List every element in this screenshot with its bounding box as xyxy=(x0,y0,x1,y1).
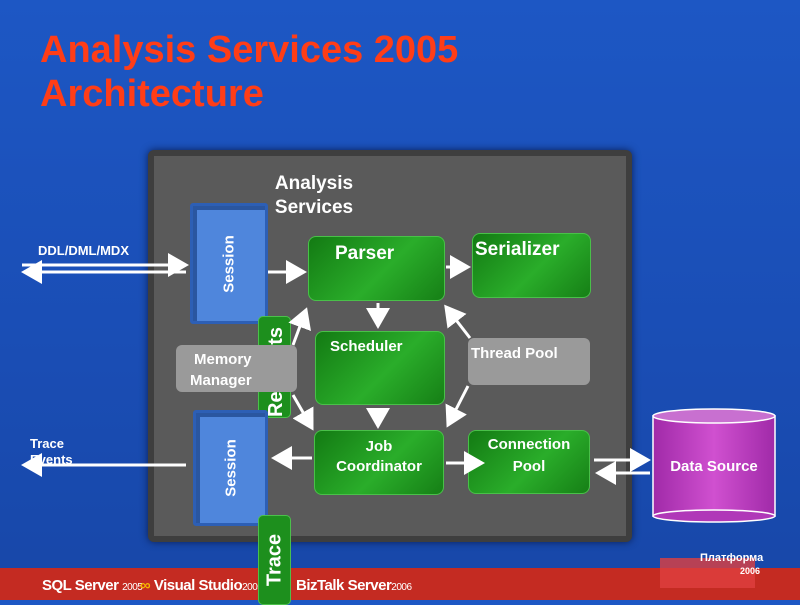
container-label: Analysis Services xyxy=(274,173,354,218)
job-coordinator-label-1: Job xyxy=(365,438,393,455)
sql-server-year: 2005 xyxy=(122,582,143,593)
logo-squares xyxy=(660,558,755,588)
biztalk-year: 2006 xyxy=(391,582,412,593)
session-top: Session xyxy=(190,203,268,324)
platforma-year: 2006 xyxy=(740,566,761,576)
visual-studio-brand: Visual Studio xyxy=(153,577,243,594)
scheduler-label: Scheduler xyxy=(330,338,403,355)
scheduler-node: Scheduler xyxy=(315,331,445,405)
connection-pool-label-1: Connection xyxy=(487,436,571,453)
platforma-logo: Платформа 2006 xyxy=(660,548,790,594)
cylinder-icon xyxy=(652,408,776,523)
serializer-node: Serializer xyxy=(472,233,591,298)
sql-server-logo: SQL Server 2005 xyxy=(42,577,143,594)
visual-studio-year: 2005 xyxy=(242,582,263,593)
job-coordinator-label-2: Coordinator xyxy=(336,458,422,475)
thread-pool-node: Thread Pool xyxy=(468,338,590,385)
title-line-2: Architecture xyxy=(40,73,264,115)
trace-strip: Trace xyxy=(258,515,291,605)
ddl-dml-mdx-label: DDL/DML/MDX xyxy=(38,243,129,258)
sql-server-brand: SQL Server xyxy=(42,577,119,594)
connection-pool-label-2: Pool xyxy=(512,458,546,475)
parser-node: Parser xyxy=(308,236,445,301)
data-source-node: Data Source xyxy=(652,408,776,523)
platforma-name: Платформа xyxy=(700,552,764,564)
session-bottom: Session xyxy=(193,410,268,526)
memory-manager-label-2: Manager xyxy=(190,372,252,389)
biztalk-logo: BizTalk Server2006 xyxy=(296,577,412,594)
visual-studio-logo: ∞ Visual Studio2005 xyxy=(140,577,263,594)
title-line-1: Analysis Services 2005 xyxy=(40,29,459,71)
data-source-label: Data Source xyxy=(670,458,758,475)
thread-pool-label: Thread Pool xyxy=(471,345,558,362)
parser-label: Parser xyxy=(335,243,395,264)
infinity-icon: ∞ xyxy=(140,577,151,594)
trace-label: Trace xyxy=(263,533,285,587)
serializer-label: Serializer xyxy=(475,239,560,260)
biztalk-brand: BizTalk Server xyxy=(296,577,392,594)
memory-manager-label-1: Memory xyxy=(194,351,252,368)
